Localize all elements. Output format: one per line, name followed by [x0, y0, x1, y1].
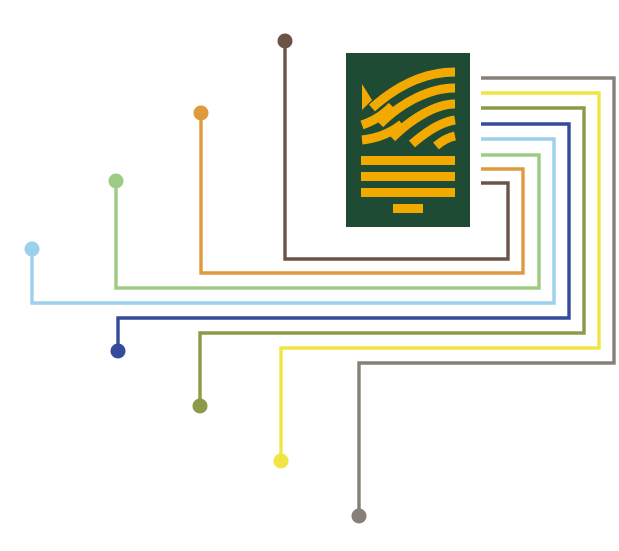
- logo-curve-3: [388, 99, 456, 142]
- logo-left-leaf: [362, 84, 372, 110]
- taupe-line-path: [357, 76, 616, 516]
- olive-line-path: [198, 106, 586, 406]
- light-blue-line-path: [30, 137, 556, 305]
- yellow-line-endpoint-dot: [273, 453, 289, 469]
- brown-line-endpoint-dot: [277, 33, 293, 49]
- taupe-line: [351, 76, 616, 524]
- light-green-line-path: [114, 153, 541, 290]
- navy-line: [110, 122, 571, 359]
- light-blue-line-endpoint-dot: [24, 241, 40, 257]
- logo-curve-2: [376, 83, 456, 128]
- taupe-line-endpoint-dot: [351, 508, 367, 524]
- light-blue-line: [24, 137, 556, 305]
- light-green-line-endpoint-dot: [108, 173, 124, 189]
- orange-line-path: [199, 113, 525, 275]
- yellow-line-path: [279, 91, 601, 461]
- logo-bar-3: [361, 188, 455, 197]
- logo-stem: [393, 204, 423, 213]
- orange-line-endpoint-dot: [193, 105, 209, 121]
- brown-line: [277, 33, 510, 261]
- olive-line: [192, 106, 586, 414]
- logo-bar-1: [361, 156, 455, 165]
- navy-line-endpoint-dot: [110, 343, 126, 359]
- light-green-line: [108, 153, 541, 290]
- brown-line-path: [283, 41, 510, 261]
- yellow-line: [273, 91, 601, 469]
- logo-curve-1: [368, 67, 456, 112]
- logo-curve-6: [360, 102, 396, 130]
- orange-line: [193, 105, 525, 275]
- logo-curve-4: [409, 115, 456, 148]
- logo-bar-2: [361, 172, 455, 181]
- olive-line-endpoint-dot: [192, 398, 208, 414]
- wheat-mark: [360, 67, 457, 213]
- logo-curve-7: [361, 120, 405, 145]
- navy-line-path: [116, 122, 571, 351]
- logo-curve-5: [433, 131, 457, 150]
